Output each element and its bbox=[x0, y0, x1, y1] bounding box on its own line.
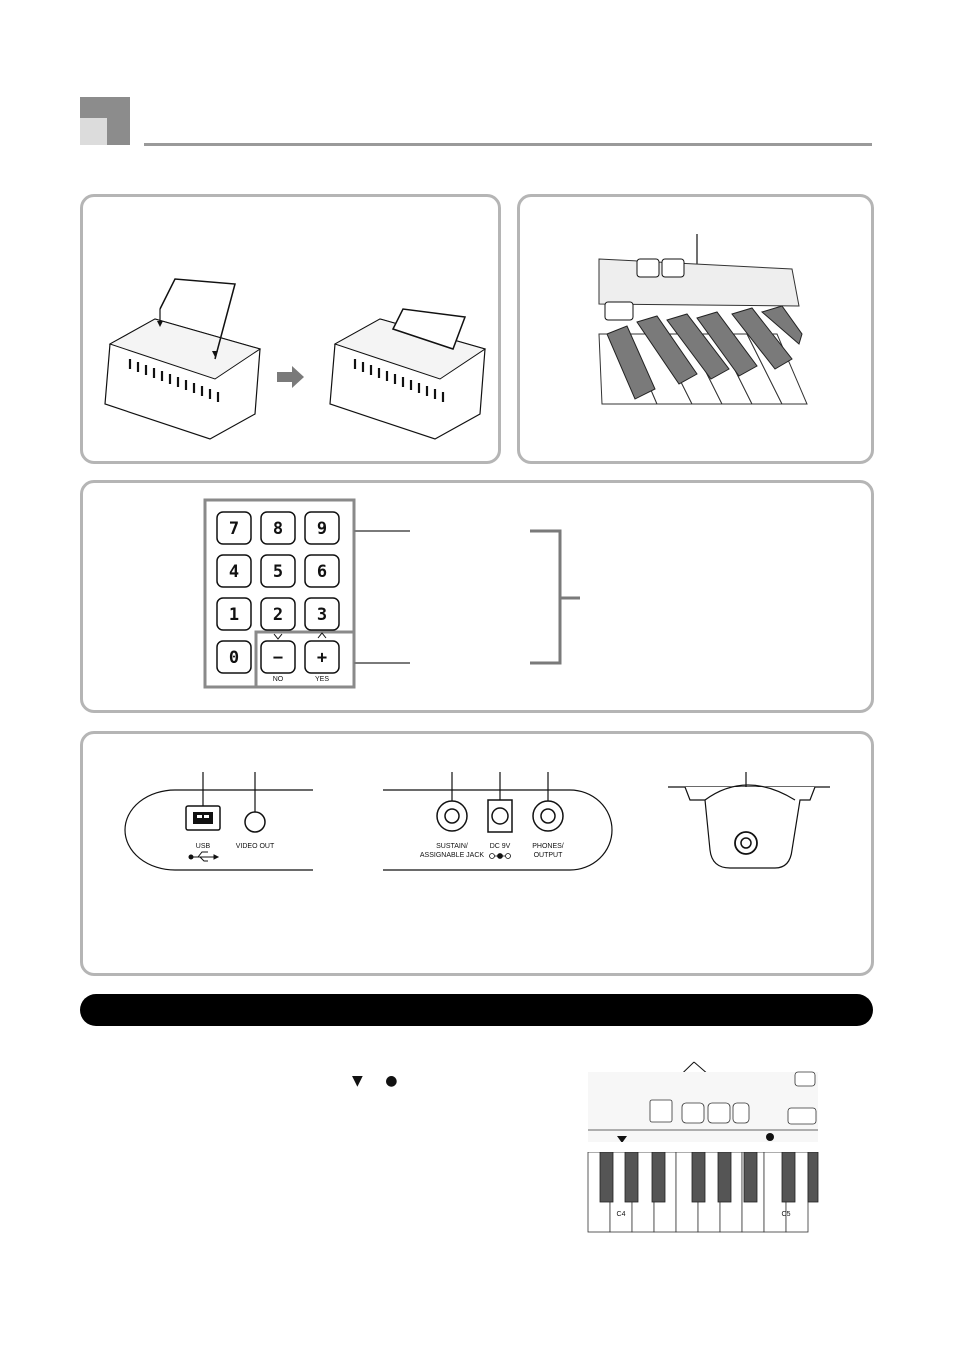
music-stand-illustration bbox=[104, 278, 487, 440]
usb-label: USB bbox=[196, 843, 211, 850]
key-6: 6 bbox=[317, 562, 327, 582]
polarity-icon bbox=[489, 853, 511, 859]
key-7: 7 bbox=[229, 519, 239, 539]
marker-legend: ▼ ● bbox=[352, 1073, 397, 1089]
down-chevron-icon bbox=[273, 633, 283, 640]
phones-label-line1: PHONES/ bbox=[532, 843, 564, 850]
section-marker-light bbox=[80, 118, 107, 145]
keyboard-with-stand-installed bbox=[329, 308, 487, 440]
header-rule bbox=[144, 143, 872, 146]
bracket bbox=[530, 529, 580, 665]
key-3: 3 bbox=[317, 605, 327, 625]
no-label: NO bbox=[273, 676, 284, 683]
usb-symbol-icon bbox=[188, 851, 220, 862]
triangle-marker-icon: ▼ bbox=[352, 1073, 363, 1089]
key-5: 5 bbox=[273, 562, 283, 582]
keyboard-top-illustration bbox=[598, 234, 808, 405]
section-title-bar bbox=[80, 994, 873, 1026]
key-4: 4 bbox=[229, 562, 239, 582]
up-chevron-icon bbox=[317, 632, 327, 639]
arrow-right-icon bbox=[277, 366, 304, 388]
key-9: 9 bbox=[317, 519, 327, 539]
key-plus: + bbox=[317, 648, 327, 668]
dc-label: DC 9V bbox=[490, 843, 511, 850]
keypad-keys bbox=[216, 511, 340, 674]
c5-label: C5 bbox=[782, 1211, 791, 1218]
black-keys bbox=[606, 305, 803, 400]
sustain-label-line2: ASSIGNABLE JACK bbox=[420, 852, 485, 859]
side-jack-housing bbox=[668, 784, 830, 869]
key-0: 0 bbox=[229, 648, 239, 668]
video-out-label: VIDEO OUT bbox=[236, 843, 275, 850]
key-2: 2 bbox=[273, 605, 283, 625]
c4-label: C4 bbox=[617, 1211, 626, 1218]
key-8: 8 bbox=[273, 519, 283, 539]
phones-label-line2: OUTPUT bbox=[534, 852, 564, 859]
keyboard-with-stand-insert bbox=[104, 278, 262, 440]
yes-label: YES bbox=[315, 676, 329, 683]
circle-marker-icon: ● bbox=[385, 1073, 398, 1089]
key-minus: − bbox=[273, 648, 283, 668]
video-out-jack bbox=[244, 811, 266, 833]
key-1: 1 bbox=[229, 605, 239, 625]
sustain-label-line1: SUSTAIN/ bbox=[436, 843, 468, 850]
